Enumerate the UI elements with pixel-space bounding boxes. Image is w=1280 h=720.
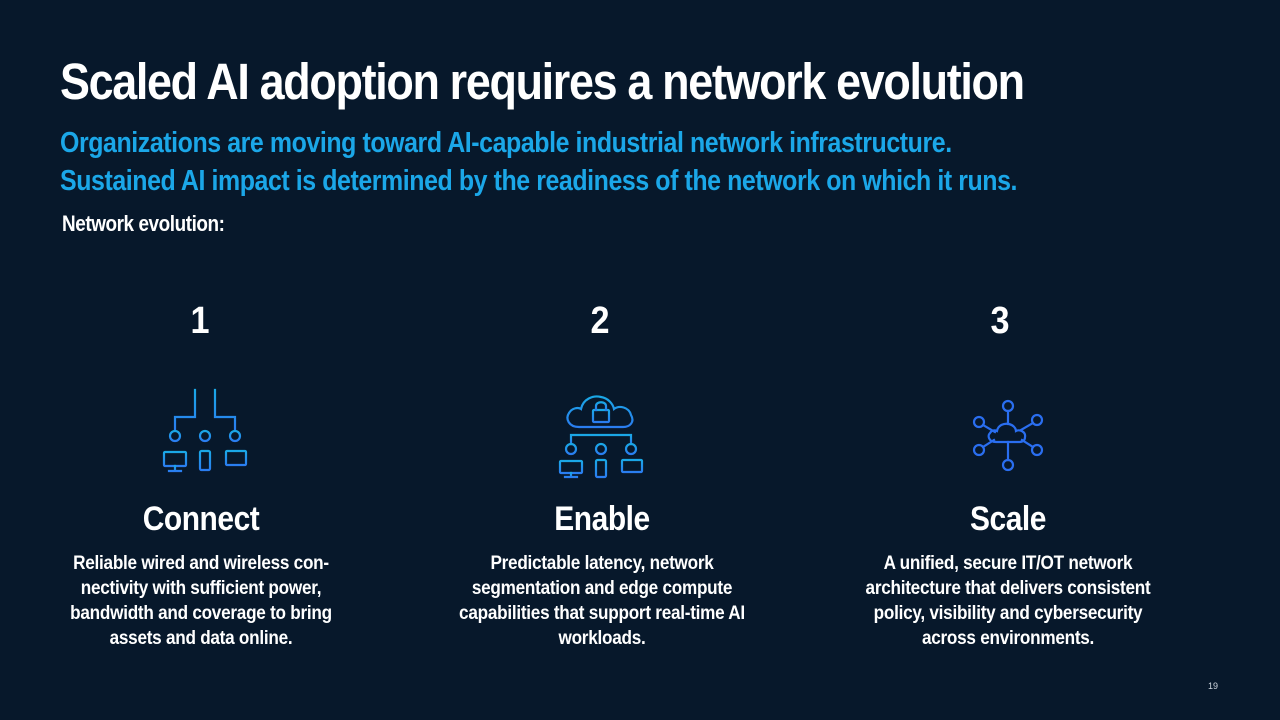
slide-subtitle: Organizations are moving toward AI-capab… — [60, 124, 1017, 200]
step-number: 1 — [190, 300, 210, 342]
step-title: Scale — [969, 500, 1046, 538]
step-description: Predictable latency, network segmentatio… — [459, 552, 745, 649]
step-title: Connect — [142, 500, 260, 538]
cloud-hub-icon — [958, 385, 1058, 485]
network-devices-icon — [155, 385, 255, 485]
step-title: Enable — [554, 500, 650, 538]
secure-cloud-network-icon — [551, 385, 651, 485]
step-number: 2 — [590, 300, 610, 342]
step-description: A unified, secure IT/OT network architec… — [865, 552, 1151, 649]
subtitle-line-2: Sustained AI impact is determined by the… — [60, 165, 1018, 197]
step-description: Reliable wired and wireless con-nectivit… — [70, 552, 332, 649]
subtitle-line-1: Organizations are moving toward AI-capab… — [60, 127, 952, 159]
page-number: 19 — [1208, 681, 1219, 691]
slide-title: Scaled AI adoption requires a network ev… — [60, 53, 1025, 110]
section-label: Network evolution: — [62, 211, 225, 236]
step-number: 3 — [990, 300, 1010, 342]
